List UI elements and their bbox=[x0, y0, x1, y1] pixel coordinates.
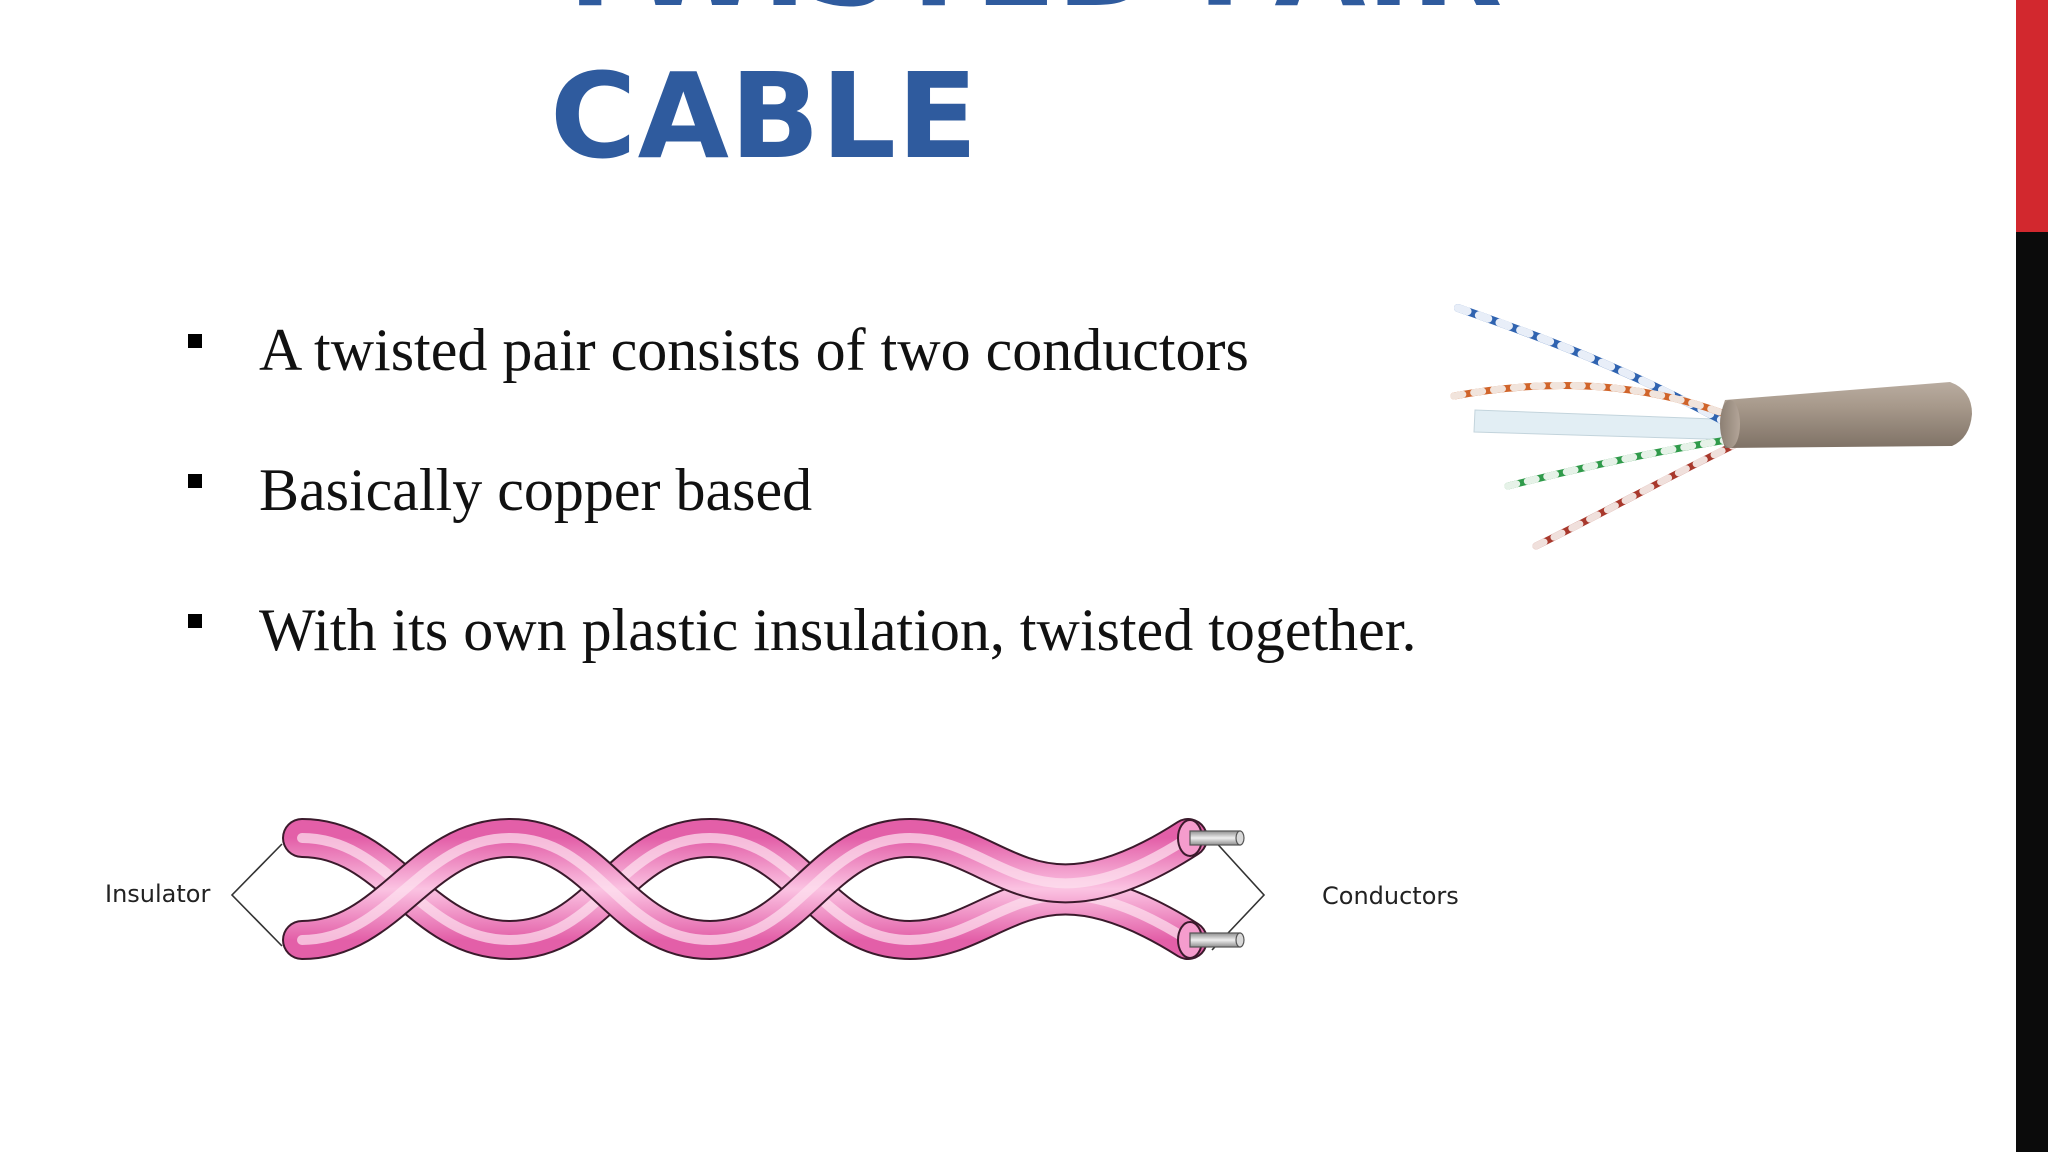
slide-title-line-2: CABLE bbox=[550, 47, 979, 185]
conductors-label: Conductors bbox=[1322, 882, 1459, 910]
bullet-text: With its own plastic insulation, twisted… bbox=[259, 597, 1417, 663]
right-edge-bar-accent bbox=[2016, 0, 2048, 232]
square-bullet-icon bbox=[188, 614, 202, 628]
twisted-pair-diagram bbox=[230, 817, 1266, 961]
insulator-label: Insulator bbox=[105, 880, 211, 908]
square-bullet-icon bbox=[188, 334, 202, 348]
network-cable-image bbox=[1450, 304, 1972, 550]
slide-title-line-1: TWISTED PAIR bbox=[550, 0, 1503, 40]
bullet-text: Basically copper based bbox=[259, 457, 813, 523]
bullet-text: A twisted pair consists of two conductor… bbox=[259, 317, 1249, 383]
slide-title: TWISTED PAIR CABLE bbox=[550, 0, 1503, 192]
square-bullet-icon bbox=[188, 474, 202, 488]
